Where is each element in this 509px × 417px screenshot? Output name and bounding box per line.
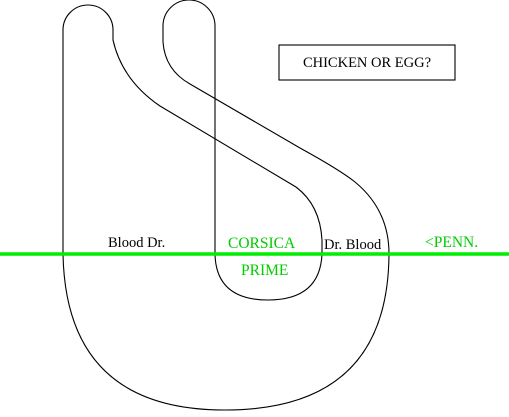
title-text: CHICKEN OR EGG? [303,55,431,71]
outer-bowl-outline [62,0,390,411]
label-blood-dr: Blood Dr. [108,235,165,251]
label-dr-blood: Dr. Blood [324,237,382,253]
title-box [278,44,456,81]
outer-loop-outline [62,4,323,254]
label-corsica: CORSICA [228,235,296,252]
inner-loop-outline [214,253,323,301]
label-penn: <PENN. [425,234,478,251]
label-prime: PRIME [241,262,288,279]
